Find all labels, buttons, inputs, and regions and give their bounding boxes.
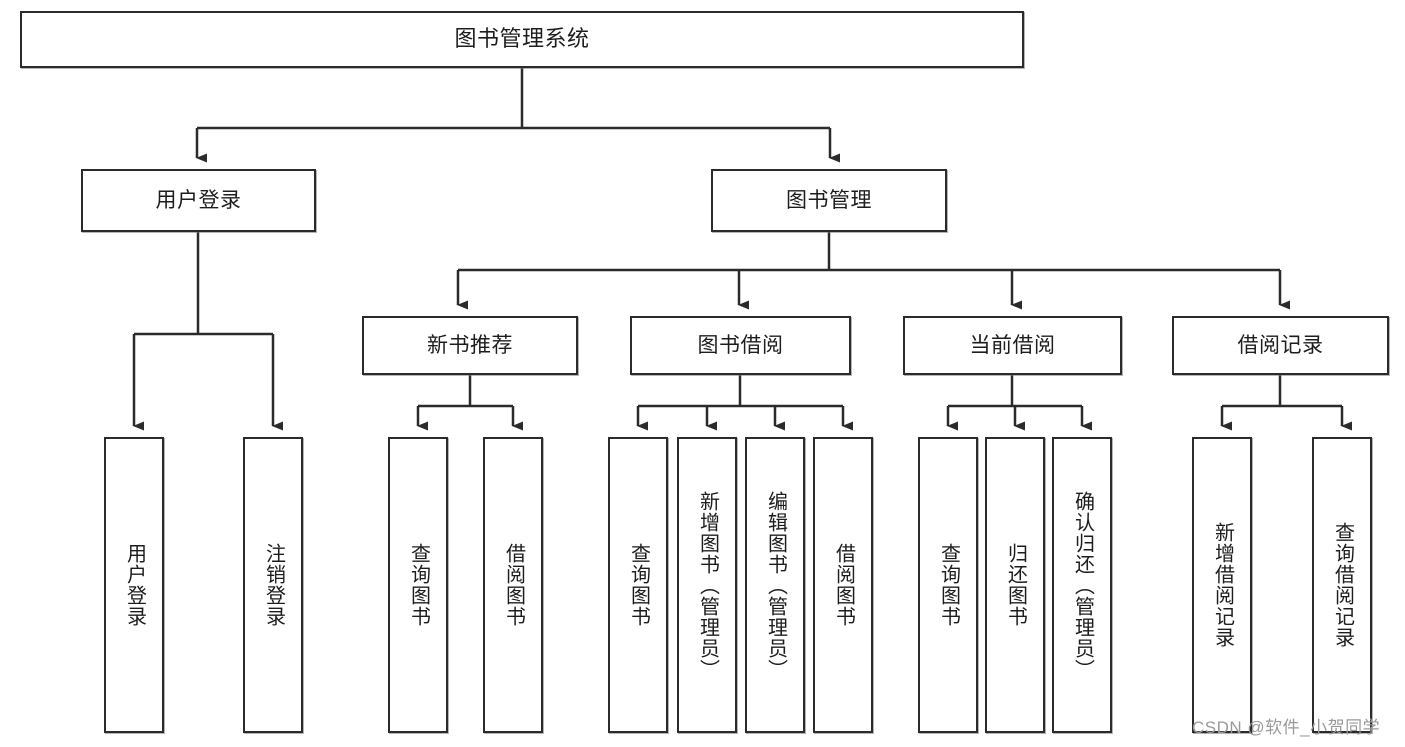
leaf-query-book-borrow[interactable]: 查询图书 bbox=[608, 437, 668, 733]
edge-userlogin-to-leaves bbox=[132, 232, 283, 431]
edge-bookborrow-to-leaves bbox=[636, 375, 853, 431]
node-borrow-record[interactable]: 借阅记录 bbox=[1172, 316, 1389, 375]
edge-root-to-level2 bbox=[195, 68, 840, 163]
node-new-book-recommend[interactable]: 新书推荐 bbox=[362, 316, 578, 375]
edge-currentborrow-to-leaves bbox=[946, 375, 1092, 431]
edge-bookmanage-to-level3 bbox=[456, 232, 1290, 310]
node-user-login[interactable]: 用户登录 bbox=[81, 169, 316, 232]
leaf-edit-book-admin[interactable]: 编辑图书（管理员） bbox=[745, 437, 805, 733]
leaf-query-book-current[interactable]: 查询图书 bbox=[918, 437, 978, 733]
leaf-confirm-return-admin[interactable]: 确认归还（管理员） bbox=[1052, 437, 1112, 733]
leaf-borrow-book-newbook[interactable]: 借阅图书 bbox=[483, 437, 543, 733]
node-book-borrow[interactable]: 图书借阅 bbox=[630, 316, 851, 375]
node-book-manage[interactable]: 图书管理 bbox=[711, 169, 947, 232]
leaf-return-book[interactable]: 归还图书 bbox=[985, 437, 1045, 733]
leaf-user-login[interactable]: 用户登录 bbox=[104, 437, 164, 733]
leaf-logout[interactable]: 注销登录 bbox=[243, 437, 303, 733]
leaf-add-book-admin[interactable]: 新增图书（管理员） bbox=[677, 437, 737, 733]
leaf-borrow-book[interactable]: 借阅图书 bbox=[813, 437, 873, 733]
node-current-borrow[interactable]: 当前借阅 bbox=[903, 316, 1122, 375]
edge-newbook-to-leaves bbox=[416, 375, 523, 431]
leaf-query-borrow-record[interactable]: 查询借阅记录 bbox=[1312, 437, 1372, 733]
node-root[interactable]: 图书管理系统 bbox=[20, 11, 1024, 68]
leaf-query-book-newbook[interactable]: 查询图书 bbox=[388, 437, 448, 733]
edge-borrowrecord-to-leaves bbox=[1220, 375, 1352, 431]
leaf-add-borrow-record[interactable]: 新增借阅记录 bbox=[1192, 437, 1252, 733]
